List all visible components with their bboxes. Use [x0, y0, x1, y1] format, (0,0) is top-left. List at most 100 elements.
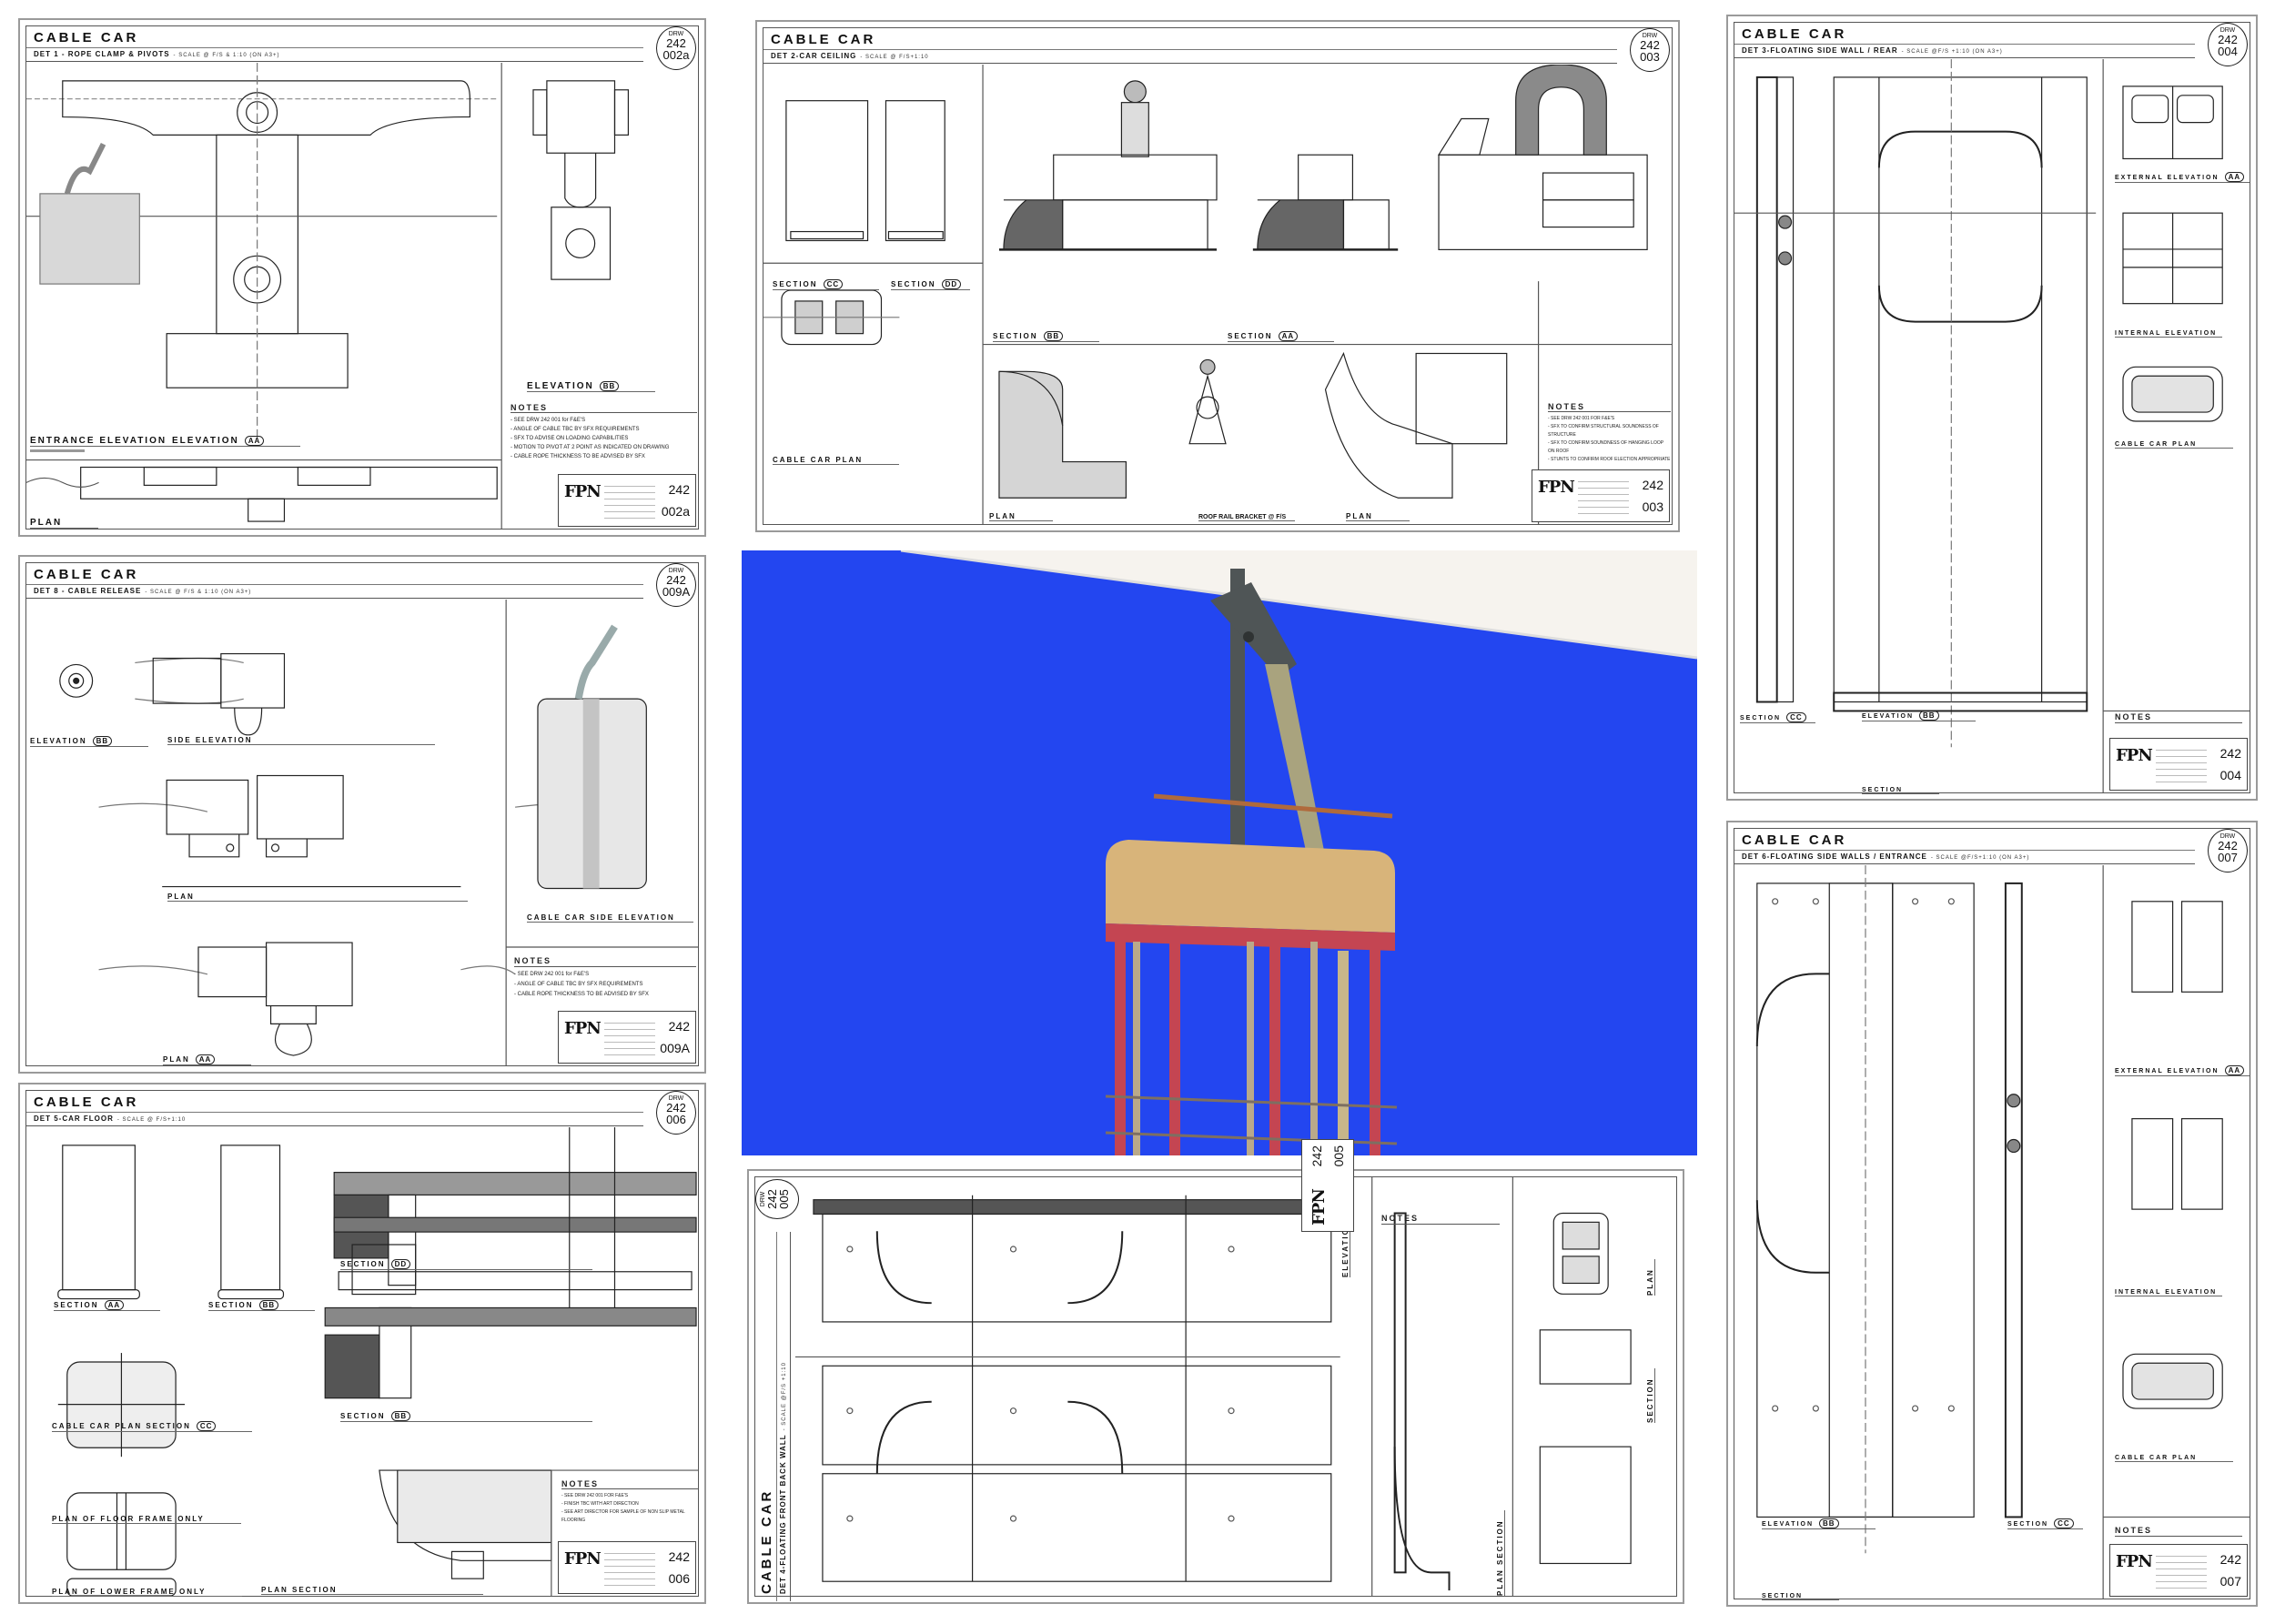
title-block-number: 002a [661, 504, 690, 519]
drw-number: 003 [1640, 50, 1660, 64]
cable-release-drawing [59, 600, 698, 1065]
view-label-text: SECTION [340, 1412, 386, 1420]
section-marker: BB [1919, 711, 1939, 721]
bolt-holes [846, 1246, 1235, 1522]
section-marker: BB [92, 736, 113, 746]
cable-car-photo [742, 549, 1698, 1386]
title-block-project: 242 [668, 1019, 690, 1034]
divider [26, 47, 643, 48]
scale-note: - SCALE @ F/S & 1:10 (ON A3+) [145, 590, 252, 595]
view-label-text: SECTION [1228, 332, 1273, 340]
rope-clamp-drawing [26, 63, 630, 529]
view-label-text: CABLE CAR PLAN SECTION [52, 1422, 191, 1430]
view-label-text: INTERNAL ELEVATION [2115, 1289, 2218, 1296]
title-block-project: 242 [1309, 1145, 1324, 1167]
view-label: ELEVATION BB [30, 736, 149, 747]
side-walls-entrance-drawing [1755, 865, 2250, 1599]
drw-project: 242 [666, 1101, 686, 1115]
sheet-frame: CABLE CAR DET 5-CAR FLOOR- SCALE @ F/S+1… [25, 1090, 699, 1597]
drw-project: 242 [2218, 33, 2238, 46]
scale-note: - SCALE @ F/S+1:10 [116, 1117, 187, 1123]
sheet-detail-title: DET 2-CAR CEILING- SCALE @ F/S+1:10 [771, 52, 929, 60]
detail-name: DET 6-FLOATING SIDE WALLS / ENTRANCE [1742, 852, 1927, 861]
notes-block: NOTES - SEE DRW 242 001 for F&E'S - ANGL… [511, 403, 697, 461]
notes-title: NOTES [561, 1480, 698, 1489]
note-line: - ANGLE OF CABLE TBC BY SFX REQUIREMENTS [514, 982, 643, 987]
view-label-text: ELEVATION [30, 737, 87, 745]
section-marker: CC [823, 279, 844, 289]
sheet-project-title: CABLE CAR [34, 30, 139, 45]
view-label-text: EXTERNAL ELEVATION [2115, 175, 2219, 181]
view-label: PLAN [1646, 1259, 1655, 1296]
view-label-text: PLAN SECTION [1496, 1519, 1504, 1596]
divider [26, 584, 643, 585]
cable-car-photo-image [742, 549, 1698, 1386]
view-label-text: ELEVATION [527, 381, 594, 391]
sheet-detail-title: DET 5-CAR FLOOR- SCALE @ F/S+1:10 [34, 1115, 186, 1123]
notes-title: NOTES [1548, 403, 1671, 412]
view-label-text: SECTION [1862, 787, 1904, 793]
scale-note: - SCALE @F/S +1:10 (ON A3+) [1901, 49, 2003, 55]
view-label-text: PLAN OF FLOOR FRAME ONLY [52, 1515, 205, 1523]
sheet-detail-title: DET 1 - ROPE CLAMP & PIVOTS- SCALE @ F/S… [34, 50, 280, 58]
view-label-text: INTERNAL ELEVATION [2115, 330, 2218, 337]
drw-label: DRW [2219, 27, 2236, 34]
studio-logo: FPN [564, 482, 602, 501]
studio-logo: FPN [1309, 1189, 1329, 1226]
note-line: - SEE ART DIRECTOR FOR SAMPLE OF NON SLI… [561, 1509, 685, 1523]
section-marker: CC [2054, 1518, 2074, 1528]
drw-number: 005 [777, 1189, 791, 1209]
view-label: ROOF RAIL BRACKET @ F/S [1198, 514, 1296, 521]
view-label-text: PLAN [1346, 512, 1373, 520]
view-label: INTERNAL ELEVATION [2115, 330, 2223, 338]
title-block-number: 007 [2219, 1574, 2241, 1589]
section-marker: AA [244, 436, 265, 446]
studio-logo: FPN [2116, 1552, 2153, 1571]
scale-note: - SCALE @F/S+1:10 (ON A3+) [1930, 855, 2030, 861]
view-label: PLAN SECTION [261, 1586, 483, 1595]
notes-block: NOTES - SEE DRW 242 001 FOR F&E'S - SFX … [1548, 403, 1671, 464]
drw-number: 006 [666, 1113, 686, 1126]
title-block-number: 005 [1331, 1145, 1346, 1167]
notes-title: NOTES [514, 956, 696, 967]
title-block-grid [1578, 476, 1629, 516]
view-label-text: PLAN [163, 1055, 190, 1064]
section-marker: AA [195, 1054, 216, 1064]
view-label-text: PLAN [989, 512, 1016, 520]
title-block-number: 003 [1642, 499, 1663, 514]
drawing-sheet-side-walls-entrance: CABLE CAR DET 6-FLOATING SIDE WALLS / EN… [1726, 821, 2258, 1607]
title-block-number: 004 [2219, 768, 2241, 782]
view-label-text: PLAN [1646, 1268, 1654, 1296]
view-label: PLAN [30, 518, 99, 529]
view-label: CABLE CAR PLAN [2115, 1455, 2234, 1462]
drawing-sheet-side-wall-rear: CABLE CAR DET 3-FLOATING SIDE WALL / REA… [1726, 15, 2258, 801]
notes-title: NOTES [1381, 1214, 1500, 1225]
drw-project: 242 [666, 573, 686, 587]
view-label-text: EXTERNAL ELEVATION [2115, 1068, 2219, 1074]
note-line: - CABLE ROPE THICKNESS TO BE ADVISED BY … [511, 454, 645, 459]
front-back-wall-drawing [795, 1177, 1632, 1596]
view-label-text: PLAN [30, 518, 63, 528]
drawing-sheet-cable-release: CABLE CAR DET 8 - CABLE RELEASE- SCALE @… [18, 555, 706, 1074]
scale-note: - SCALE @ F/S+1:10 [860, 55, 929, 60]
section-marker: AA [104, 1300, 125, 1310]
note-line: - SFX TO CONFIRM STRUCTURAL SOUNDNESS OF… [1548, 424, 1659, 438]
notes-title: NOTES [511, 403, 697, 413]
title-block-project: 242 [2219, 746, 2241, 761]
notes-title: NOTES [2115, 712, 2242, 723]
section-marker: BB [258, 1300, 279, 1310]
section-marker: BB [390, 1411, 411, 1421]
view-label: INTERNAL ELEVATION [2115, 1289, 2223, 1296]
